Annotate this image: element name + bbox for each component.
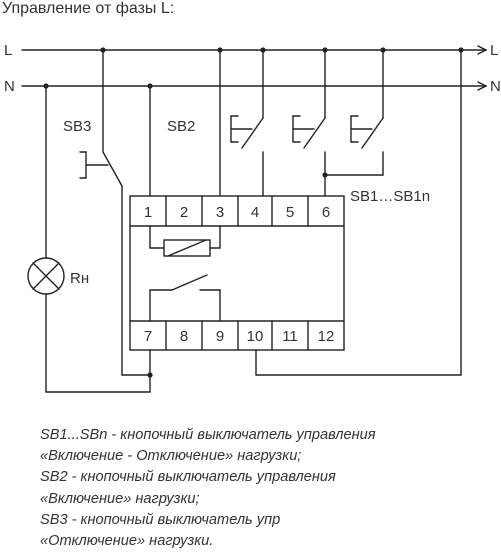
neutral-label-right: N	[490, 78, 501, 95]
terminal-11: 11	[282, 328, 298, 345]
relay-body	[129, 195, 345, 351]
legend: SB1...SBn - кнопочный выключатель управл…	[40, 425, 376, 552]
terminal-10: 10	[247, 328, 264, 345]
wiring-diagram: L N L N SB3 SB2 SB1…SB1n Rн 1 2 3 4 5 6 …	[4, 42, 501, 393]
terminal-9: 9	[216, 328, 224, 345]
neutral-bus-arrow	[477, 81, 488, 91]
load-label: Rн	[70, 270, 89, 287]
terminal-12: 12	[318, 328, 335, 345]
legend-line: SB3 - кнопочный выключатель упр	[40, 511, 281, 528]
terminal-5: 5	[286, 204, 294, 221]
sb2-label: SB2	[167, 118, 195, 135]
legend-line: «Включение» нагрузки;	[40, 490, 200, 507]
relay-contact	[149, 274, 221, 322]
sb3-label: SB3	[63, 118, 91, 135]
terminal-3: 3	[216, 204, 224, 221]
neutral-label: N	[4, 78, 15, 95]
legend-line: SB1...SBn - кнопочный выключатель управл…	[40, 427, 376, 443]
terminal-7: 7	[144, 328, 152, 345]
phase-label: L	[4, 42, 12, 59]
legend-line: «Включение - Отключение» нагрузки;	[40, 448, 302, 465]
legend-line: SB2 - кнопочный выключатель управления	[40, 469, 336, 486]
sb1n-label: SB1…SB1n	[350, 188, 430, 205]
terminal-6: 6	[322, 204, 330, 221]
diagram-title: Управление от фазы L:	[2, 0, 175, 17]
lamp-symbol	[27, 257, 65, 295]
phase-label-right: L	[490, 42, 498, 59]
terminal-2: 2	[180, 204, 188, 221]
terminal-4: 4	[251, 204, 259, 221]
terminal-8: 8	[180, 328, 188, 345]
relay-coil	[149, 225, 221, 257]
phase-bus-arrow	[477, 45, 488, 55]
terminal-1: 1	[144, 204, 152, 221]
legend-line: «Отключение» нагрузки.	[40, 533, 214, 550]
